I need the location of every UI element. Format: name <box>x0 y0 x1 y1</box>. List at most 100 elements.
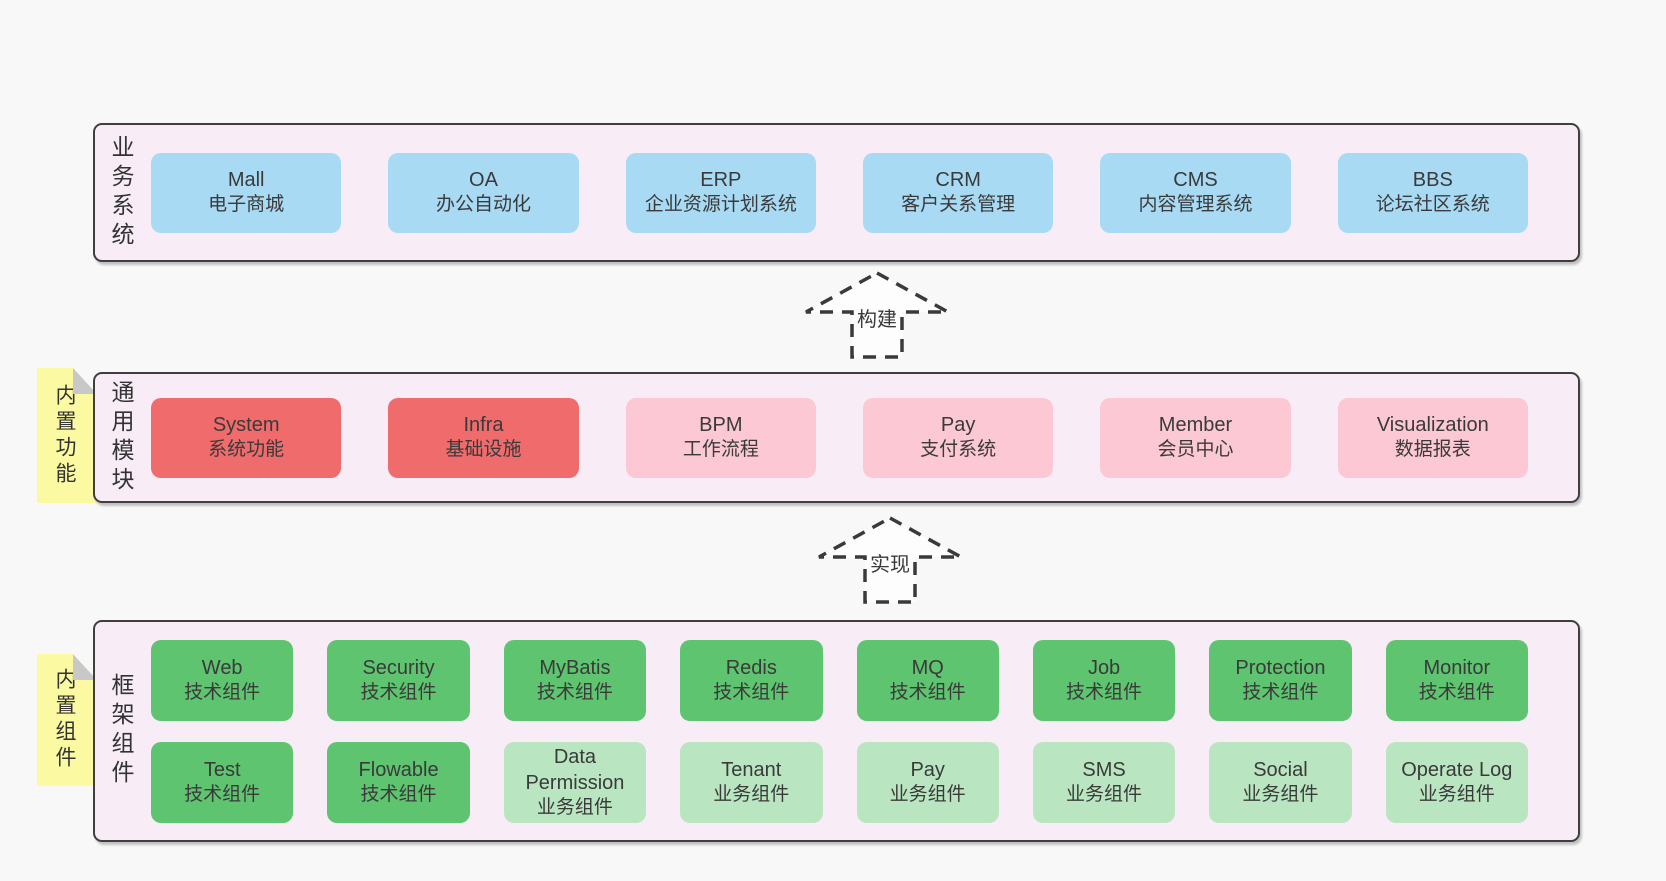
box-cms: CMS 内容管理系统 <box>1100 152 1291 233</box>
box-subtitle: 支付系统 <box>920 439 997 461</box>
box-pay-component: Pay 业务组件 <box>856 741 999 823</box>
box-subtitle: 企业资源计划系统 <box>644 194 797 216</box>
box-title: MQ <box>911 656 944 679</box>
box-title: CRM <box>935 169 981 192</box>
box-mall: Mall 电子商城 <box>151 152 342 233</box>
box-title: ERP <box>700 169 742 192</box>
box-subtitle: 技术组件 <box>889 681 966 703</box>
box-sms: SMS 业务组件 <box>1032 741 1176 823</box>
box-subtitle: 技术组件 <box>360 681 437 703</box>
box-security: Security 技术组件 <box>327 639 470 721</box>
box-redis: Redis 技术组件 <box>680 639 823 721</box>
box-title: Redis <box>725 656 777 679</box>
box-title: System <box>212 414 280 437</box>
box-infra: Infra 基础设施 <box>388 397 579 478</box>
framework-components-section: 框架组件 Web 技术组件 Security 技术组件 MyBatis 技术组件… <box>93 620 1580 842</box>
box-subtitle: 技术组件 <box>713 681 790 703</box>
box-subtitle: 技术组件 <box>1242 681 1319 703</box>
box-mybatis: MyBatis 技术组件 <box>503 639 647 721</box>
box-subtitle: 业务组件 <box>713 783 790 805</box>
implement-arrow-icon: 实现 <box>818 516 962 604</box>
business-systems-section: 业务系统 Mall 电子商城 OA 办公自动化 ERP 企业资源计划系统 CRM <box>93 123 1580 262</box>
box-subtitle: 会员中心 <box>1157 439 1234 461</box>
box-bpm: BPM 工作流程 <box>625 397 816 478</box>
framework-components-row-2: Test 技术组件 Flowable 技术组件 Data Permission … <box>151 741 1528 823</box>
box-flowable: Flowable 技术组件 <box>327 741 470 823</box>
business-systems-label: 业务系统 <box>108 134 134 251</box>
build-arrow-icon: 构建 <box>805 271 949 359</box>
box-test: Test 技术组件 <box>151 741 294 823</box>
box-title: Visualization <box>1376 414 1489 437</box>
box-crm: CRM 客户关系管理 <box>862 152 1054 233</box>
box-pay-module: Pay 支付系统 <box>862 397 1054 478</box>
box-title: Test <box>203 758 241 781</box>
box-subtitle: 电子商城 <box>208 194 285 216</box>
box-title: Infra <box>463 414 504 437</box>
box-title: BPM <box>699 414 743 437</box>
box-bbs: BBS 论坛社区系统 <box>1337 152 1528 233</box>
box-protection: Protection 技术组件 <box>1209 639 1352 721</box>
box-subtitle: 技术组件 <box>536 681 613 703</box>
box-subtitle: 业务组件 <box>889 783 966 805</box>
box-title: Protection <box>1235 656 1326 679</box>
box-title: Pay <box>940 414 976 437</box>
common-modules-section: 通用模块 System 系统功能 Infra 基础设施 BPM 工作流程 Pay <box>93 372 1580 503</box>
box-member: Member 会员中心 <box>1100 397 1291 478</box>
box-mq: MQ 技术组件 <box>856 639 999 721</box>
built-in-features-tab: 内置功能 <box>37 368 97 503</box>
box-tenant: Tenant 业务组件 <box>680 741 823 823</box>
built-in-components-label: 内置组件 <box>53 668 76 772</box>
box-title: Member <box>1158 414 1233 437</box>
box-title: Operate Log <box>1401 758 1513 781</box>
box-title: Web <box>201 656 243 679</box>
box-data-permission: Data Permission 业务组件 <box>503 741 647 823</box>
box-title: OA <box>469 169 498 192</box>
box-title: Data Permission <box>525 745 625 794</box>
common-modules-label: 通用模块 <box>108 379 134 496</box>
box-oa: OA 办公自动化 <box>388 152 579 233</box>
box-subtitle: 业务组件 <box>1066 783 1143 805</box>
common-modules-row: System 系统功能 Infra 基础设施 BPM 工作流程 Pay 支付系统… <box>151 397 1528 478</box>
box-subtitle: 技术组件 <box>1418 681 1495 703</box>
box-subtitle: 论坛社区系统 <box>1375 194 1490 216</box>
box-subtitle: 系统功能 <box>208 439 285 461</box>
box-title: SMS <box>1082 758 1126 781</box>
box-title: Mall <box>227 169 265 192</box>
built-in-features-label: 内置功能 <box>53 383 76 488</box>
box-web: Web 技术组件 <box>151 639 294 721</box>
box-title: Flowable <box>358 758 439 781</box>
box-subtitle: 办公自动化 <box>435 194 531 216</box>
box-system: System 系统功能 <box>151 397 342 478</box>
implement-arrow: 实现 <box>815 515 965 610</box>
box-visualization: Visualization 数据报表 <box>1337 397 1528 478</box>
box-subtitle: 数据报表 <box>1394 439 1471 461</box>
box-title: CMS <box>1173 169 1218 192</box>
box-title: Security <box>362 656 435 679</box>
box-subtitle: 业务组件 <box>1242 783 1319 805</box>
box-subtitle: 工作流程 <box>682 439 759 461</box>
build-arrow-label: 构建 <box>857 308 897 331</box>
built-in-components-tab: 内置组件 <box>37 654 97 786</box>
box-subtitle: 技术组件 <box>1066 681 1143 703</box>
framework-components-row-1: Web 技术组件 Security 技术组件 MyBatis 技术组件 Redi… <box>151 639 1528 721</box>
box-subtitle: 技术组件 <box>360 783 437 805</box>
box-subtitle: 客户关系管理 <box>901 194 1016 216</box>
box-subtitle: 业务组件 <box>536 796 613 818</box>
box-job: Job 技术组件 <box>1032 639 1176 721</box>
box-title: Pay <box>910 758 945 781</box>
business-systems-row: Mall 电子商城 OA 办公自动化 ERP 企业资源计划系统 CRM 客户关系… <box>151 152 1528 233</box>
box-subtitle: 基础设施 <box>445 439 522 461</box>
box-monitor: Monitor 技术组件 <box>1385 639 1528 721</box>
business-systems-label-col: 业务系统 <box>95 125 147 260</box>
box-subtitle: 业务组件 <box>1418 783 1495 805</box>
box-title: Tenant <box>721 758 782 781</box>
box-title: Monitor <box>1423 656 1491 679</box>
box-erp: ERP 企业资源计划系统 <box>625 152 816 233</box>
box-subtitle: 技术组件 <box>184 681 261 703</box>
box-operate-log: Operate Log 业务组件 <box>1385 741 1528 823</box>
box-social: Social 业务组件 <box>1209 741 1352 823</box>
box-title: MyBatis <box>539 656 611 679</box>
framework-components-label: 框架组件 <box>108 673 134 789</box>
framework-components-label-col: 框架组件 <box>95 622 147 840</box>
